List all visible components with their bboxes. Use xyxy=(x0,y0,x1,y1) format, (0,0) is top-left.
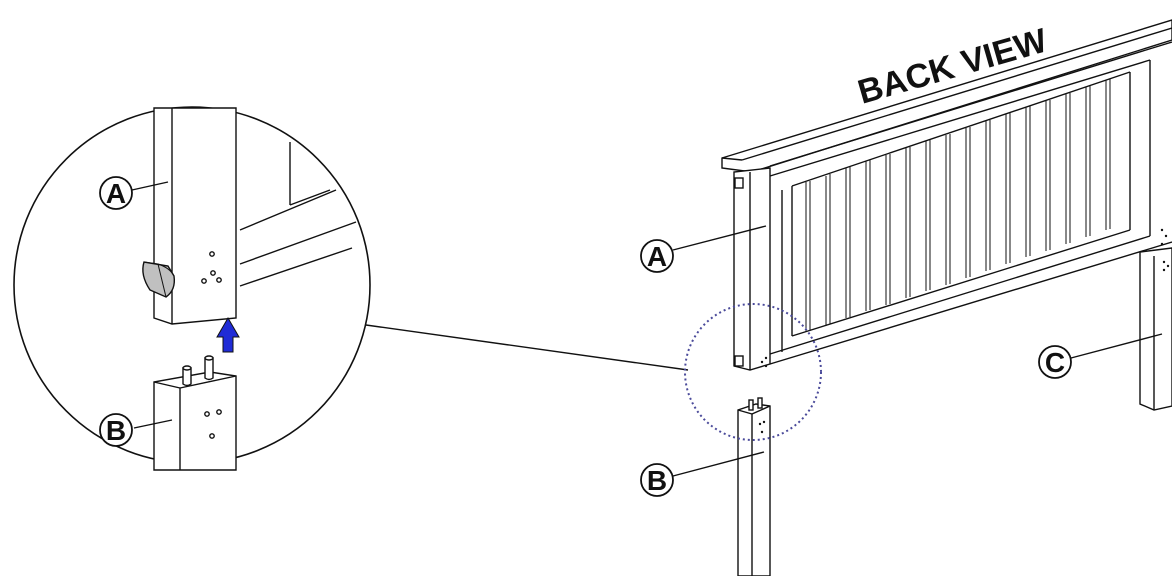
label-a-main: A xyxy=(640,239,674,273)
cam-lock-top xyxy=(734,177,744,189)
label-c-main: C xyxy=(1038,345,1072,379)
post-a xyxy=(733,167,771,371)
post-b xyxy=(737,397,771,576)
detail-view: A B xyxy=(13,106,689,471)
headboard: A B C BACK VIEW xyxy=(640,19,1172,576)
headboard-top-cap xyxy=(721,19,1172,173)
label-a-detail: A xyxy=(99,176,133,210)
label-b-main: B xyxy=(640,463,674,497)
cam-lock-bottom xyxy=(734,355,744,367)
detail-post-b xyxy=(153,355,237,471)
headboard-slats xyxy=(805,79,1111,332)
post-c xyxy=(1139,228,1172,411)
svg-text:A: A xyxy=(106,178,126,209)
detail-rail xyxy=(239,142,357,287)
svg-text:B: B xyxy=(106,415,126,446)
headboard-frame xyxy=(769,41,1172,365)
svg-text:C: C xyxy=(1045,347,1065,378)
joint-highlight-circle xyxy=(684,303,822,441)
up-arrow-icon xyxy=(216,317,240,353)
svg-text:B: B xyxy=(647,465,667,496)
svg-text:A: A xyxy=(647,241,667,272)
cam-lock xyxy=(142,261,176,298)
label-b-detail: B xyxy=(99,413,133,447)
detail-post-a xyxy=(142,107,237,325)
dowel-pins xyxy=(182,355,214,387)
detail-leader-line xyxy=(365,324,689,371)
